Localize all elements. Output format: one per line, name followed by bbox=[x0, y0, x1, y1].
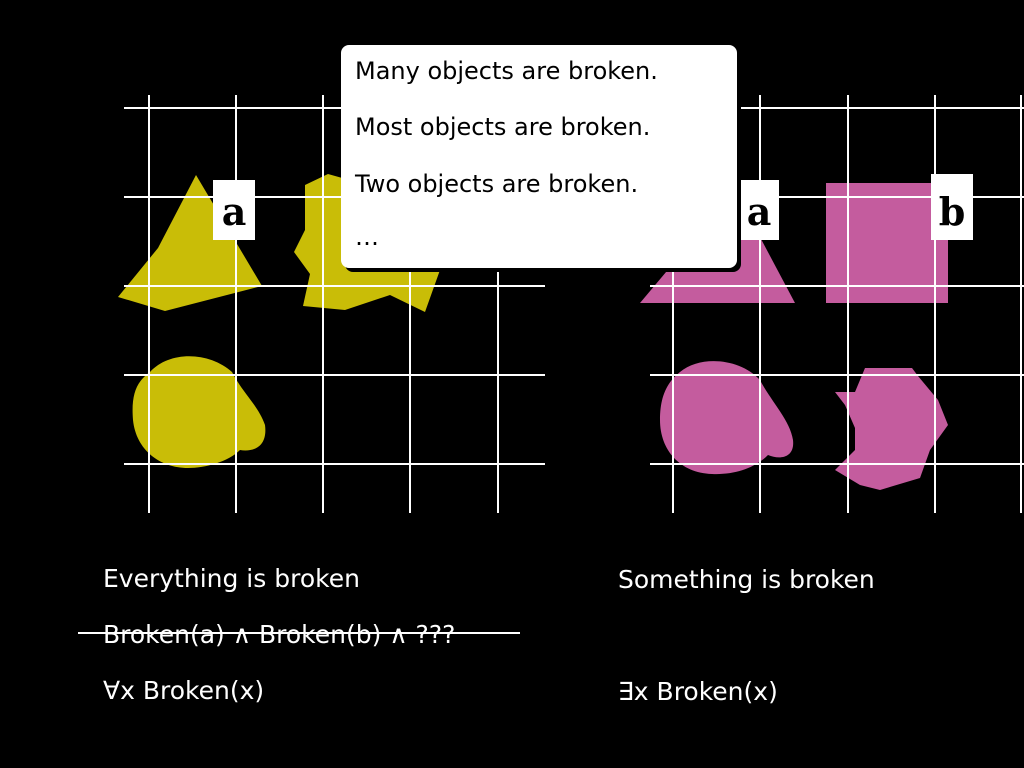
strikethrough-line bbox=[78, 632, 520, 634]
right-blob-shape bbox=[660, 361, 794, 475]
left-label-a: a bbox=[213, 180, 255, 240]
left-label-a-text: a bbox=[222, 189, 247, 234]
right-label-b: b bbox=[931, 174, 973, 240]
callout-line-two: Two objects are broken. bbox=[355, 170, 639, 198]
right-existential-formula: ∃x Broken(x) bbox=[618, 677, 778, 706]
right-label-a: a bbox=[739, 180, 779, 240]
left-blob-shape bbox=[132, 356, 266, 468]
right-label-a-text: a bbox=[747, 189, 772, 234]
left-title: Everything is broken bbox=[103, 564, 360, 593]
callout-line-ellipsis: … bbox=[355, 223, 379, 251]
callout-line-many: Many objects are broken. bbox=[355, 57, 658, 85]
callout-line-most: Most objects are broken. bbox=[355, 113, 651, 141]
left-triangle-shape bbox=[118, 175, 262, 311]
right-label-b-text: b bbox=[939, 189, 966, 234]
right-square-shape bbox=[826, 183, 948, 303]
quantifier-examples-callout: Many objects are broken. Most objects ar… bbox=[341, 45, 737, 268]
left-universal-formula: ∀x Broken(x) bbox=[103, 676, 265, 705]
left-struck-formula: Broken(a) ∧ Broken(b) ∧ ??? bbox=[103, 620, 456, 649]
right-irregular-shape bbox=[835, 368, 948, 490]
right-title: Something is broken bbox=[618, 565, 875, 594]
